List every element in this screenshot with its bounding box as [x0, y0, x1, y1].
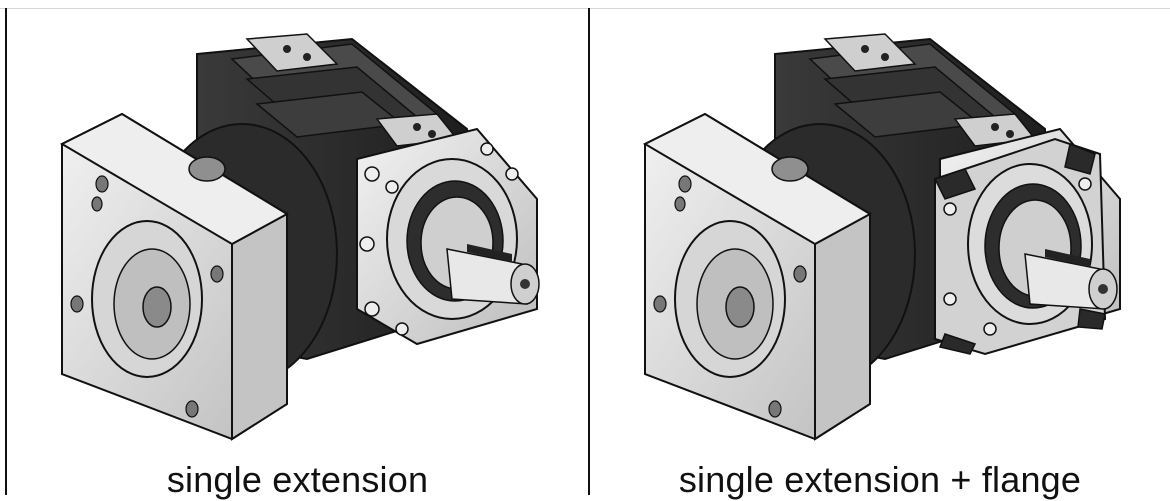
left-divider — [5, 8, 7, 495]
gearbox-single-extension-flange-icon — [642, 33, 1121, 441]
product-panel-single-extension: single extension — [7, 9, 588, 500]
middle-divider — [588, 8, 590, 495]
product-caption: single extension — [166, 459, 429, 500]
product-panel-single-extension-flange: single extension + flange — [590, 9, 1170, 500]
product-caption: single extension + flange — [678, 459, 1082, 500]
gearbox-single-extension-icon — [59, 33, 540, 441]
top-divider — [0, 8, 1170, 9]
